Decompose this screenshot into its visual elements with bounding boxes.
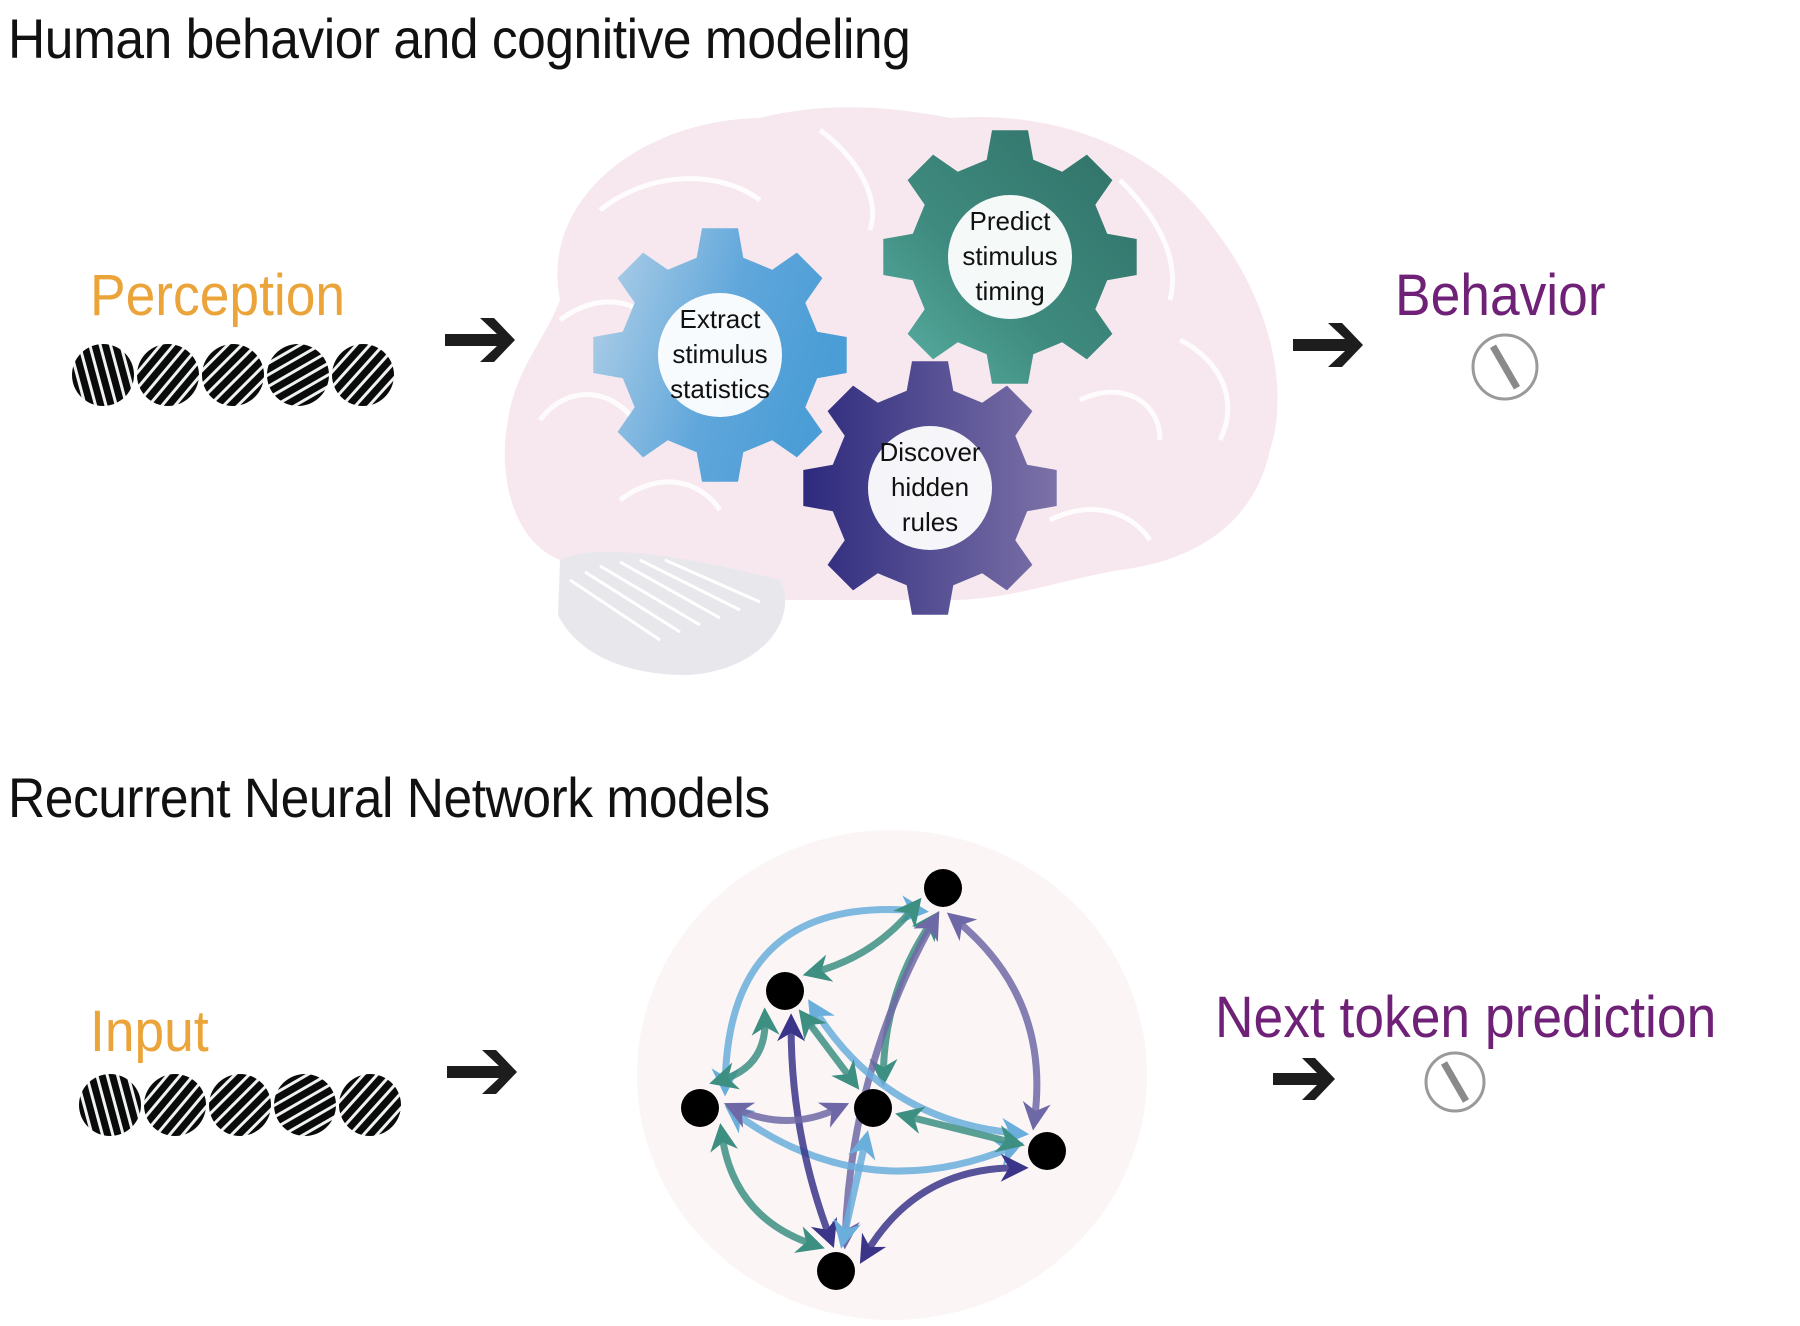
rnn-node: [854, 1089, 892, 1127]
gear-discover-hidden-rules: Discover hidden rules: [803, 361, 1057, 615]
cerebellum-folds: [569, 558, 761, 642]
perception-label: Perception: [90, 263, 346, 328]
section-title-cognitive-modeling: Human behavior and cognitive modeling: [8, 7, 911, 70]
grating-stimuli-row-perception: [72, 344, 394, 406]
grating-stimuli-row-input: [79, 1074, 401, 1136]
gear-label-line: stimulus: [672, 339, 767, 369]
gear-predict-stimulus-timing: Predict stimulus timing: [883, 130, 1137, 384]
rnn-node: [817, 1252, 855, 1290]
brain-illustration: [504, 107, 1278, 676]
gear-hub: [658, 293, 782, 417]
rnn-node: [924, 869, 962, 907]
orientation-response-icon: [1471, 333, 1539, 401]
arrow-right-icon: [1293, 323, 1363, 367]
gear-extract-stimulus-statistics: Extract stimulus statistics: [593, 228, 847, 482]
next-token-prediction-label: Next token prediction: [1215, 985, 1717, 1050]
gear-label-line: timing: [975, 276, 1044, 306]
input-label: Input: [90, 999, 209, 1064]
rnn-node: [681, 1089, 719, 1127]
section-title-rnn-models: Recurrent Neural Network models: [8, 766, 770, 829]
arrow-right-icon: [1273, 1058, 1335, 1100]
rnn-node: [1028, 1132, 1066, 1170]
rnn-edge-bidirectional-arrow: [859, 1153, 1029, 1264]
gear-label-line: Predict: [970, 206, 1052, 236]
arrow-right-icon: [447, 1050, 517, 1094]
gear-label-line: statistics: [670, 374, 770, 404]
rnn-edge-bidirectional-arrow: [723, 1102, 850, 1128]
gear-label-line: stimulus: [962, 241, 1057, 271]
gear-label-line: Extract: [680, 304, 762, 334]
rnn-edge-bidirectional-arrow: [710, 1123, 825, 1253]
brain-cerebellum: [558, 551, 786, 676]
arrow-right-icon: [445, 318, 515, 362]
rnn-node: [766, 972, 804, 1010]
rnn-nodes: [681, 869, 1066, 1290]
gear-label-line: Discover: [879, 437, 980, 467]
rnn-edge-bidirectional-arrow: [709, 1007, 780, 1090]
gear-label-line: hidden: [891, 472, 969, 502]
rnn-edges: [709, 895, 1051, 1264]
rnn-edge-bidirectional-arrow: [833, 1130, 876, 1249]
gear-label-line: rules: [902, 507, 958, 537]
orientation-response-icon: [1424, 1051, 1486, 1113]
rnn-edge-bidirectional-arrow: [895, 1106, 1025, 1153]
gear-hub: [868, 426, 992, 550]
behavior-label: Behavior: [1395, 263, 1606, 328]
grating-stimulus: [267, 344, 329, 406]
grating-stimulus: [274, 1074, 336, 1136]
gear-hub: [948, 195, 1072, 319]
rnn-background: [637, 830, 1147, 1320]
